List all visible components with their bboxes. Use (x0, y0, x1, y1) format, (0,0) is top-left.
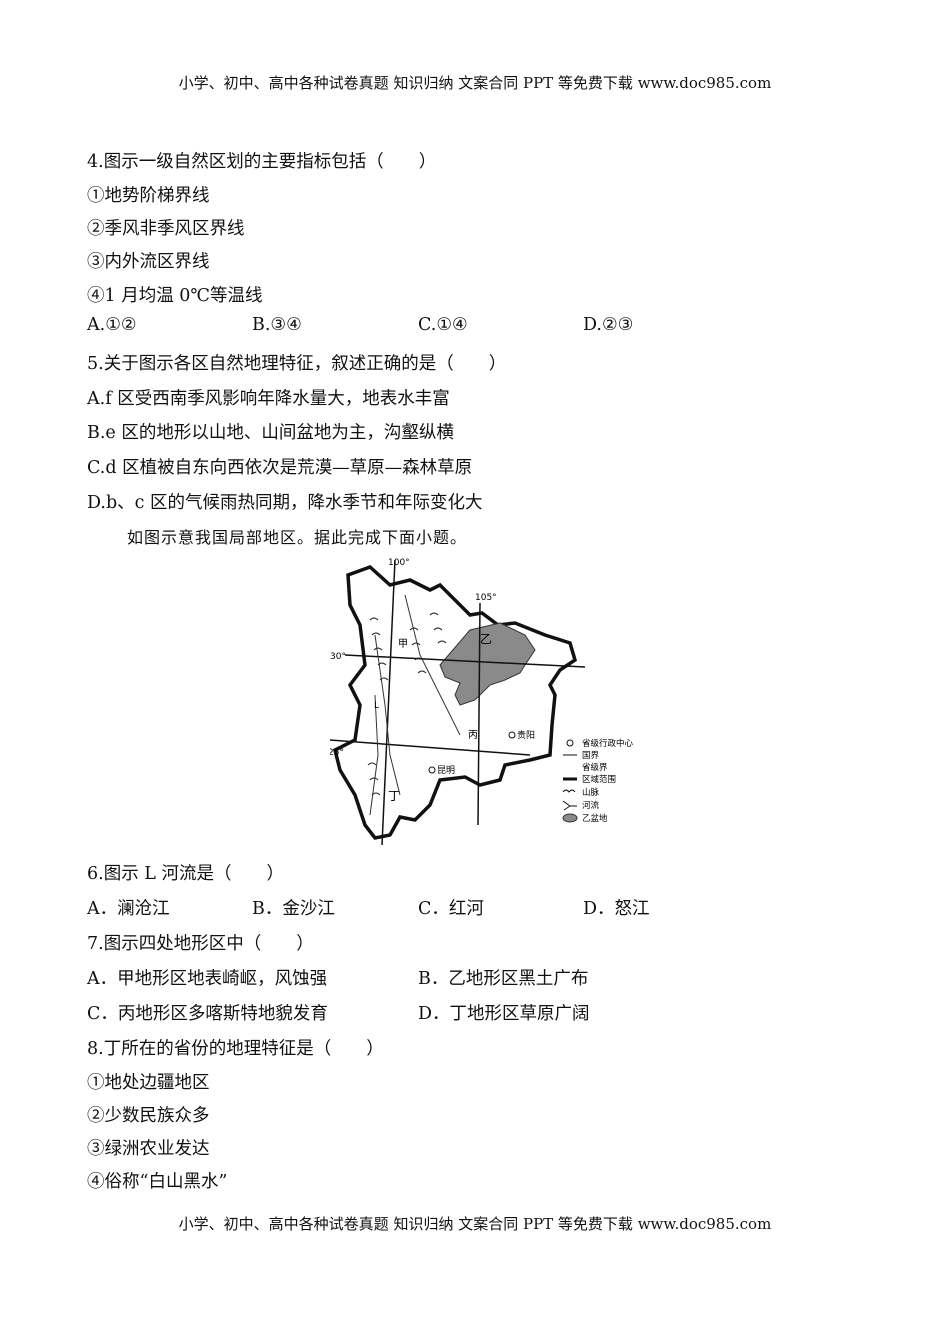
q8-item: ①地处边疆地区 (87, 1073, 210, 1093)
q7-option-a: A．甲地形区地表崎岖，风蚀强 (87, 969, 328, 989)
q4-item: ④1 月均温 0℃等温线 (87, 286, 263, 306)
lon-100-line (381, 559, 396, 846)
q7-option-b: B．乙地形区黑土广布 (418, 969, 589, 989)
q5-option-d: D.b、c 区的气候雨热同期，降水季节和年际变化大 (87, 493, 483, 513)
q6-stem: 6.图示 L 河流是（ ） (87, 864, 284, 884)
svg-text:河流: 河流 (582, 800, 600, 811)
q7-stem: 7.图示四处地形区中（ ） (87, 934, 314, 954)
q4-stem: 4.图示一级自然区划的主要指标包括（ ） (87, 152, 437, 172)
svg-text:国界: 国界 (582, 751, 600, 761)
region-map: 100° 105° 30° 25° 甲 乙 丙 丁 L 贵阳 昆明 省级行政中心… (330, 558, 634, 846)
q8-item: ④俗称“白山黑水” (87, 1172, 228, 1192)
q4-option-d: D.②③ (583, 315, 634, 335)
lat-30-line (344, 654, 586, 668)
q6-option-a: A．澜沧江 (87, 899, 170, 919)
lon-label-105: 105° (475, 593, 497, 603)
city-marker (508, 731, 516, 739)
q5-option-c: C.d 区植被自东向西依次是荒漠—草原—森林草原 (87, 458, 473, 478)
lat-label-30: 30° (330, 652, 346, 662)
q5-option-a: A.f 区受西南季风影响年降水量大，地表水丰富 (87, 389, 450, 409)
region-label-bing: 丙 (468, 730, 478, 741)
q5-option-b: B.e 区的地形以山地、山间盆地为主，沟壑纵横 (87, 423, 454, 443)
lat-25-line (330, 739, 531, 756)
q7-option-d: D．丁地形区草原广阔 (418, 1004, 590, 1024)
city-kunming: 昆明 (437, 765, 455, 776)
q6-option-d: D．怒江 (583, 899, 650, 919)
q4-item: ③内外流区界线 (87, 252, 210, 272)
mountain-symbols (367, 612, 447, 796)
map-intro: 如图示意我国局部地区。据此完成下面小题。 (127, 528, 468, 547)
svg-text:山脉: 山脉 (582, 787, 600, 798)
river-label-l: L (374, 701, 379, 711)
lat-label-25: 25° (330, 748, 344, 758)
q8-stem: 8.丁所在的省份的地理特征是（ ） (87, 1039, 384, 1059)
svg-text:乙盆地: 乙盆地 (582, 813, 608, 824)
svg-text:省级界: 省级界 (582, 762, 608, 773)
lon-label-100: 100° (388, 558, 410, 568)
q4-item: ①地势阶梯界线 (87, 186, 210, 206)
city-marker (428, 766, 436, 774)
page-footer: 小学、初中、高中各种试卷真题 知识归纳 文案合同 PPT 等免费下载 www.d… (178, 1215, 772, 1233)
q7-option-c: C．丙地形区多喀斯特地貌发育 (87, 1004, 328, 1024)
region-label-ding: 丁 (388, 789, 400, 803)
region-label-jia: 甲 (398, 639, 408, 650)
q6-option-c: C．红河 (418, 899, 484, 919)
page-header: 小学、初中、高中各种试卷真题 知识归纳 文案合同 PPT 等免费下载 www.d… (178, 74, 772, 92)
map-legend: 省级行政中心 国界 省级界 区域范围 山脉 河流 乙盆地 (562, 738, 634, 824)
q6-option-b: B．金沙江 (252, 899, 335, 919)
q5-stem: 5.关于图示各区自然地理特征，叙述正确的是（ ） (87, 354, 507, 374)
lon-105-line (477, 602, 481, 826)
q4-option-a: A.①② (87, 315, 137, 335)
region-boundary (332, 564, 578, 840)
q4-option-c: C.①④ (418, 315, 468, 335)
region-label-yi: 乙 (480, 632, 492, 646)
q4-item: ②季风非季风区界线 (87, 219, 245, 239)
q8-item: ③绿洲农业发达 (87, 1139, 210, 1159)
svg-text:省级行政中心: 省级行政中心 (582, 738, 634, 749)
city-guiyang: 贵阳 (517, 729, 535, 741)
q8-item: ②少数民族众多 (87, 1106, 210, 1126)
q4-option-b: B.③④ (252, 315, 302, 335)
basin-area (439, 622, 536, 706)
svg-text:区域范围: 区域范围 (582, 774, 616, 785)
